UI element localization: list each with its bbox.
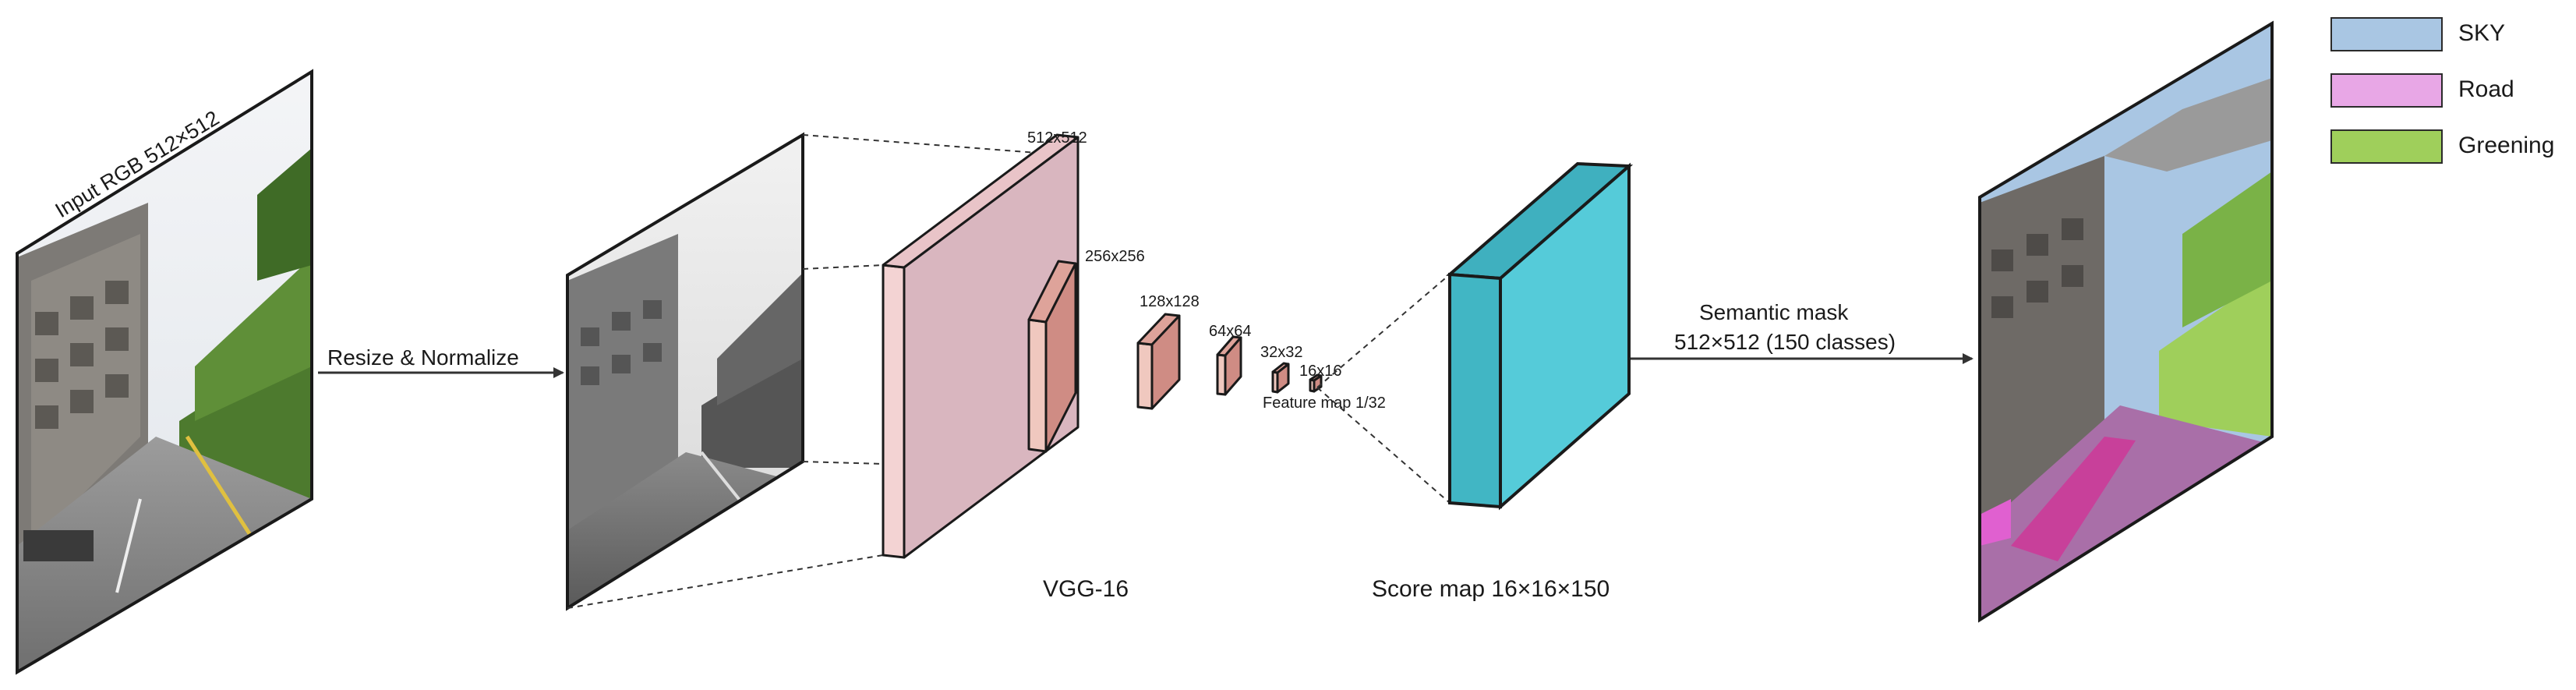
backbone-label: VGG-16	[1043, 576, 1129, 602]
vgg-block-side	[882, 264, 906, 559]
vgg-block-4: 64x64	[1209, 323, 1252, 396]
vgg-block-3: 128x128	[1136, 293, 1200, 410]
resize-label: Resize & Normalize	[327, 345, 519, 370]
normalized-image	[566, 132, 804, 611]
output-segmentation-image	[1978, 20, 2274, 623]
vgg-block-label: 64x64	[1209, 323, 1252, 340]
vgg-block-side	[1136, 341, 1154, 410]
legend-label-road: Road	[2458, 76, 2514, 102]
projection-lines-input	[567, 134, 1079, 609]
legend-label-sky: SKY	[2458, 20, 2506, 46]
legend-item-road: Road	[2330, 73, 2564, 129]
legend-swatch-sky	[2330, 17, 2443, 51]
output-label-line2: 512×512 (150 classes)	[1674, 330, 1896, 354]
vgg-block-face	[1044, 262, 1077, 453]
vgg-block-face	[903, 136, 1080, 559]
feature-map-label: Feature map 1/32	[1263, 395, 1386, 412]
legend: SKY Road Greening	[2330, 17, 2564, 186]
vgg-block-label: 512x512	[1027, 129, 1087, 147]
legend-swatch-greening	[2330, 129, 2443, 164]
score-map-face	[1499, 162, 1631, 511]
output-label-line1: Semantic mask	[1699, 300, 1849, 324]
vgg-block-2: 256x256	[1027, 248, 1145, 453]
projection-lines-score	[1316, 274, 1451, 504]
vgg-block-label: 256x256	[1085, 248, 1145, 265]
vgg-block-6: 16x16	[1299, 363, 1342, 393]
vgg-block-face	[1150, 314, 1181, 410]
vgg-block-face	[1313, 374, 1323, 393]
vgg-block-1: 512x512	[882, 129, 1087, 559]
vgg-block-face	[1276, 363, 1290, 394]
legend-label-greening: Greening	[2458, 133, 2555, 158]
vgg-block-label: 32x32	[1260, 344, 1303, 361]
legend-item-greening: Greening	[2330, 129, 2564, 186]
score-map-label: Score map 16×16×150	[1372, 576, 1610, 602]
vgg16-blocks: 512x512 256x256 128x128 64x64 32x32 16x16	[882, 129, 1342, 559]
vgg-block-label: 16x16	[1299, 363, 1342, 380]
vgg-block-5: 32x32	[1260, 344, 1303, 394]
legend-swatch-road	[2330, 73, 2443, 108]
score-map-cuboid	[1446, 161, 1634, 511]
legend-item-sky: SKY	[2330, 17, 2564, 73]
vgg-block-label: 128x128	[1140, 293, 1200, 310]
input-image	[16, 69, 313, 675]
score-map-side	[1448, 272, 1502, 509]
vgg-block-side	[1027, 318, 1048, 453]
vgg-block-face	[1224, 336, 1242, 396]
